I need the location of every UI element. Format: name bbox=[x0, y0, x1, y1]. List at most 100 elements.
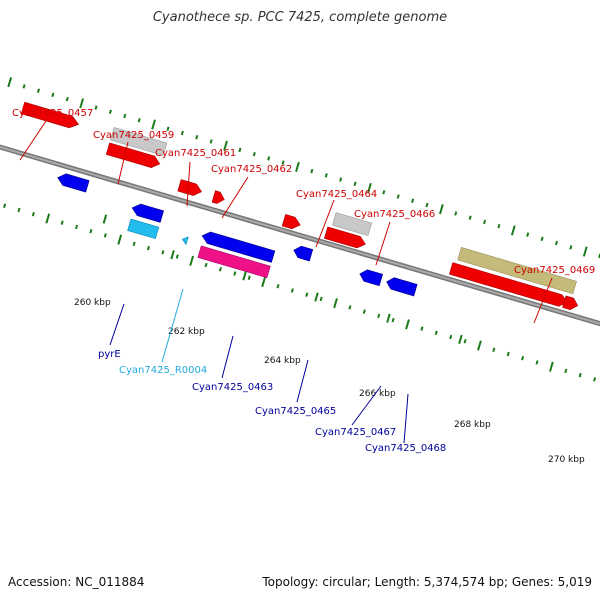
gene-cyan7425-0464[interactable] bbox=[281, 214, 302, 230]
tick-mark bbox=[189, 255, 195, 266]
tick-mark bbox=[223, 140, 228, 151]
tick-mark bbox=[377, 313, 381, 319]
top-gene-labels: Cyan7425_0457 Cyan7425_0459 Cyan7425_046… bbox=[12, 108, 595, 276]
scale-label-266: 266 kbp bbox=[359, 389, 396, 399]
tick-mark bbox=[94, 105, 98, 110]
tick-mark bbox=[492, 347, 496, 352]
gene-cyan7425-0468[interactable] bbox=[385, 276, 418, 297]
tick-mark bbox=[497, 223, 501, 229]
bottom-leaders bbox=[109, 288, 409, 444]
forward-strand-genes bbox=[20, 101, 580, 311]
tick-mark bbox=[108, 109, 112, 115]
gene-cyan7425-0459[interactable] bbox=[105, 142, 161, 170]
tick-mark bbox=[564, 368, 568, 374]
label-cyan7425-0465[interactable]: Cyan7425_0465 bbox=[255, 406, 336, 417]
genome-summary-text: Topology: circular; Length: 5,374,574 bp… bbox=[262, 575, 592, 589]
tick-mark bbox=[22, 84, 26, 89]
tick-mark bbox=[549, 361, 554, 372]
tick-mark bbox=[420, 326, 424, 331]
tick-mark bbox=[477, 340, 482, 351]
tick-mark bbox=[195, 135, 199, 140]
gene-cyan7425-0461[interactable] bbox=[177, 179, 203, 198]
gene-blue-0463[interactable] bbox=[200, 230, 276, 263]
tick-mark bbox=[3, 203, 7, 208]
tick-mark bbox=[132, 241, 136, 247]
label-cyan7425-0459[interactable]: Cyan7425_0459 bbox=[93, 130, 174, 141]
label-cyan7425-0469[interactable]: Cyan7425_0469 bbox=[514, 265, 595, 276]
label-cyan7425-0463[interactable]: Cyan7425_0463 bbox=[192, 382, 273, 393]
bottom-gene-labels: pyrE Cyan7425_R0004 Cyan7425_0463 Cyan74… bbox=[98, 349, 446, 454]
tick-mark bbox=[79, 98, 85, 109]
gene-pyrE[interactable] bbox=[127, 218, 160, 240]
tick-mark bbox=[7, 77, 13, 88]
tick-mark bbox=[569, 245, 573, 250]
tick-mark bbox=[89, 228, 93, 234]
tick-mark bbox=[103, 233, 107, 238]
accession-text: Accession: NC_011884 bbox=[8, 575, 145, 589]
tick-mark bbox=[319, 296, 323, 302]
tick-mark bbox=[267, 156, 271, 161]
tick-mark bbox=[391, 317, 395, 323]
scale-label-268: 268 kbp bbox=[454, 420, 491, 430]
label-cyan7425-0462[interactable]: Cyan7425_0462 bbox=[211, 164, 292, 175]
label-pyrE[interactable]: pyrE bbox=[98, 349, 121, 360]
tick-mark bbox=[353, 181, 357, 187]
tick-mark bbox=[411, 198, 415, 203]
tick-mark bbox=[238, 147, 242, 153]
gene-cyan7425-0469-olive[interactable] bbox=[457, 247, 577, 295]
gene-cyan7425-0466[interactable] bbox=[324, 226, 367, 250]
tick-mark bbox=[554, 240, 559, 246]
scale-text: 260 kbp 262 kbp 264 kbp 266 kbp 268 kbp … bbox=[74, 298, 585, 465]
tick-mark bbox=[261, 276, 266, 288]
gene-red-edge[interactable] bbox=[562, 295, 580, 311]
tick-mark bbox=[51, 92, 55, 98]
label-cyan7425-0466[interactable]: Cyan7425_0466 bbox=[354, 209, 435, 220]
outer-tick-ring bbox=[7, 77, 600, 259]
gene-cyan7425-0462[interactable] bbox=[211, 190, 226, 206]
gene-cyan7425-0466-gray[interactable] bbox=[332, 212, 373, 236]
tick-mark bbox=[36, 88, 40, 93]
gene-cyan7425-0469[interactable] bbox=[449, 262, 568, 309]
tick-mark bbox=[362, 309, 366, 314]
tick-mark bbox=[117, 234, 123, 245]
gene-blue-pyr[interactable] bbox=[130, 202, 164, 223]
label-cyan7425-0464[interactable]: Cyan7425_0464 bbox=[296, 189, 377, 200]
tick-mark bbox=[290, 288, 294, 293]
tick-mark bbox=[454, 211, 458, 216]
tick-mark bbox=[75, 224, 79, 230]
gene-cyan7425-0463[interactable] bbox=[197, 245, 271, 279]
tick-mark bbox=[582, 246, 588, 257]
label-cyan7425-r0004[interactable]: Cyan7425_R0004 bbox=[119, 365, 207, 376]
tick-mark bbox=[281, 160, 285, 165]
tick-mark bbox=[161, 250, 165, 255]
tick-mark bbox=[60, 220, 64, 225]
label-cyan7425-0457[interactable]: Cyan7425_0457 bbox=[12, 108, 93, 119]
tick-mark bbox=[593, 377, 597, 382]
tick-mark bbox=[209, 139, 213, 144]
tick-mark bbox=[425, 202, 429, 208]
scale-labels bbox=[102, 214, 463, 344]
tick-mark bbox=[348, 305, 352, 310]
tick-mark bbox=[252, 151, 256, 157]
tick-mark bbox=[180, 130, 184, 136]
tick-mark bbox=[166, 126, 170, 131]
gene-cyan7425-0457[interactable] bbox=[20, 101, 80, 130]
tick-mark bbox=[204, 262, 208, 268]
tick-mark bbox=[483, 219, 487, 225]
label-cyan7425-0468[interactable]: Cyan7425_0468 bbox=[365, 443, 446, 454]
tick-mark bbox=[510, 225, 516, 236]
gene-cyan7425-0465[interactable] bbox=[292, 244, 314, 262]
tick-mark bbox=[449, 334, 453, 340]
top-leaders bbox=[19, 117, 553, 324]
tick-mark bbox=[17, 207, 21, 213]
label-cyan7425-0461[interactable]: Cyan7425_0461 bbox=[155, 148, 236, 159]
gene-cyan7425-0467[interactable] bbox=[358, 268, 383, 287]
tick-mark bbox=[339, 177, 343, 182]
map-title: Cyanothece sp. PCC 7425, complete genome bbox=[152, 10, 448, 25]
label-cyan7425-0467[interactable]: Cyan7425_0467 bbox=[315, 427, 396, 438]
gene-blue-0458[interactable] bbox=[56, 172, 90, 193]
tick-mark bbox=[324, 173, 328, 178]
gene-cyan7425-0459-gray[interactable] bbox=[110, 127, 168, 156]
tick-mark bbox=[521, 356, 525, 361]
gene-cyan7425-r0004[interactable] bbox=[181, 235, 189, 246]
